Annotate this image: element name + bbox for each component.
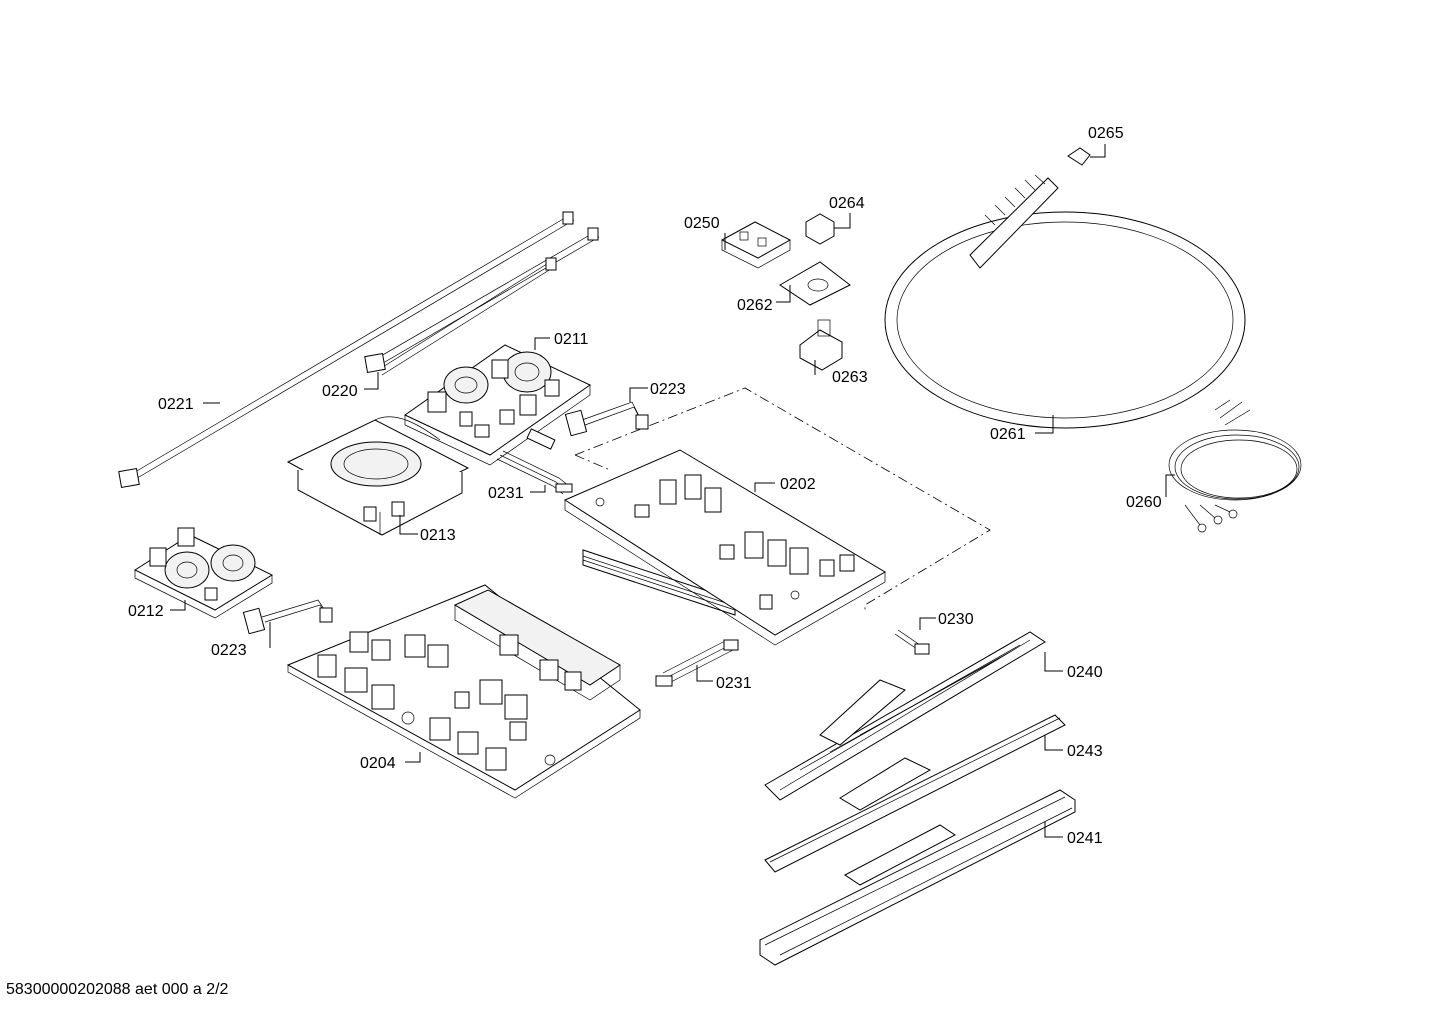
support-0243 <box>764 714 1066 873</box>
board-0240 <box>764 631 1046 801</box>
board-0211 <box>404 344 591 466</box>
hose-0261 <box>884 174 1246 429</box>
callout-0211: 0211 <box>554 331 589 348</box>
callout-0231-lower: 0231 <box>716 675 752 692</box>
clip-0262 <box>779 261 851 306</box>
callout-0230: 0230 <box>938 611 974 628</box>
callout-0260: 0260 <box>1126 494 1162 511</box>
callout-0250: 0250 <box>684 215 720 232</box>
callout-0264: 0264 <box>829 195 865 212</box>
callout-0223-upper: 0223 <box>650 381 686 398</box>
callout-0212: 0212 <box>128 603 164 620</box>
callout-0231-upper: 0231 <box>488 485 524 502</box>
callout-0223-lower: 0223 <box>211 642 247 659</box>
callout-0241: 0241 <box>1067 830 1103 847</box>
cable-0230 <box>894 629 930 655</box>
callout-0261: 0261 <box>990 426 1026 443</box>
callout-0221: 0221 <box>158 396 194 413</box>
callout-0220: 0220 <box>322 383 358 400</box>
cable-0221 <box>118 211 600 489</box>
bracket-0250 <box>720 221 792 269</box>
frame-0241 <box>759 789 1076 966</box>
callout-0243: 0243 <box>1067 743 1103 760</box>
cap-0265 <box>1067 147 1091 166</box>
leader-lines <box>170 144 1175 838</box>
ribbon-0231-upper <box>496 428 573 495</box>
board-0204 <box>286 584 641 799</box>
callout-labels: 0265 0264 0250 0262 0263 0261 0260 0211 … <box>128 125 1162 847</box>
cable-0223-lower <box>242 599 333 635</box>
callout-0202: 0202 <box>780 476 816 493</box>
fan-unit-0213 <box>286 416 470 536</box>
callout-0265: 0265 <box>1088 125 1124 142</box>
callout-0213: 0213 <box>420 527 456 544</box>
callout-0263: 0263 <box>832 369 868 386</box>
clip-0264 <box>805 213 835 245</box>
callout-0240: 0240 <box>1067 664 1103 681</box>
ribbon-0231-lower <box>655 639 739 687</box>
callout-0262: 0262 <box>737 297 773 314</box>
wire-coil-0260 <box>1168 399 1302 533</box>
board-0212 <box>133 527 274 619</box>
document-id: 58300000202088 aet 000 a 2/2 <box>6 981 229 998</box>
callout-0204: 0204 <box>360 755 396 772</box>
cable-0223-upper <box>564 401 649 437</box>
board-0202 <box>563 449 886 646</box>
clip-0263 <box>799 319 843 371</box>
assembly-outline <box>574 387 991 612</box>
